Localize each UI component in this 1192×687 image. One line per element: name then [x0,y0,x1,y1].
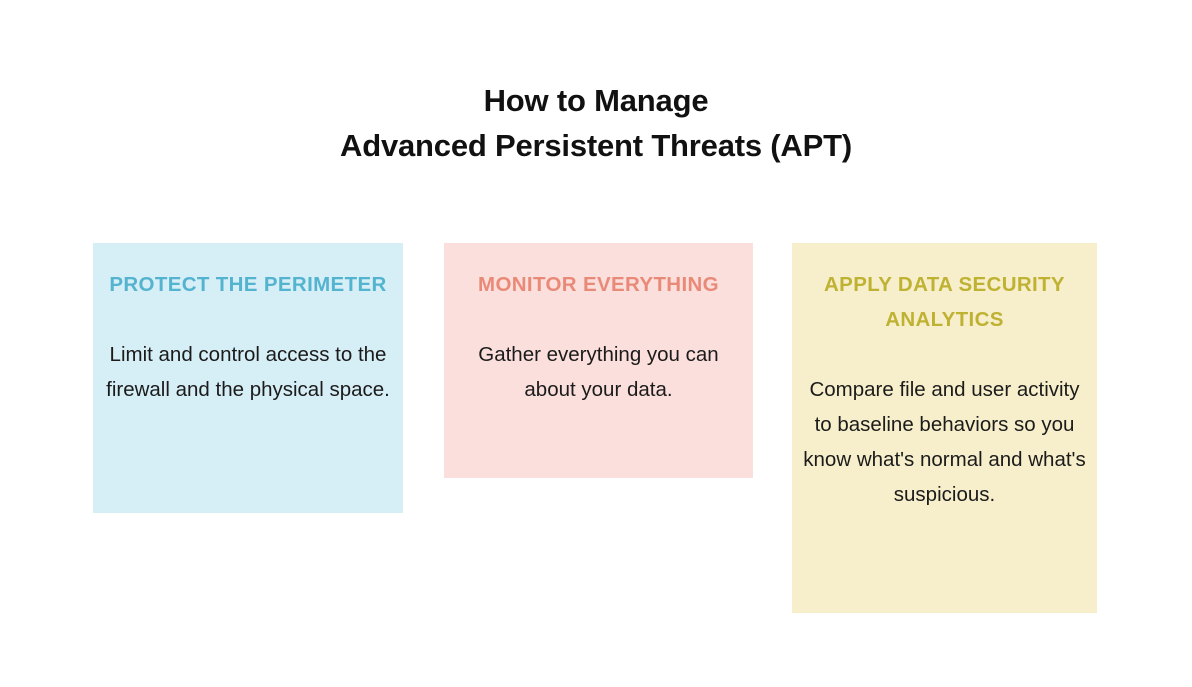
card-apply-data-security-analytics-heading: APPLY DATA SECURITY ANALYTICS [824,273,1065,331]
card-apply-data-security-analytics: APPLY DATA SECURITY ANALYTICS Compare fi… [792,243,1097,613]
card-protect-perimeter-body: Limit and control access to the firewall… [106,343,390,401]
card-monitor-everything-body: Gather everything you can about your dat… [478,343,719,401]
card-monitor-everything-heading: MONITOR EVERYTHING [478,273,719,296]
page-title-line-2: Advanced Persistent Threats (APT) [340,128,852,163]
page-title: How to Manage Advanced Persistent Threat… [0,78,1192,168]
page-title-line-1: How to Manage [483,83,709,118]
card-apply-data-security-analytics-body: Compare file and user activity to baseli… [803,378,1086,506]
card-protect-perimeter-heading: PROTECT THE PERIMETER [109,273,387,296]
card-protect-perimeter: PROTECT THE PERIMETER Limit and control … [93,243,403,513]
card-monitor-everything: MONITOR EVERYTHING Gather everything you… [444,243,753,478]
